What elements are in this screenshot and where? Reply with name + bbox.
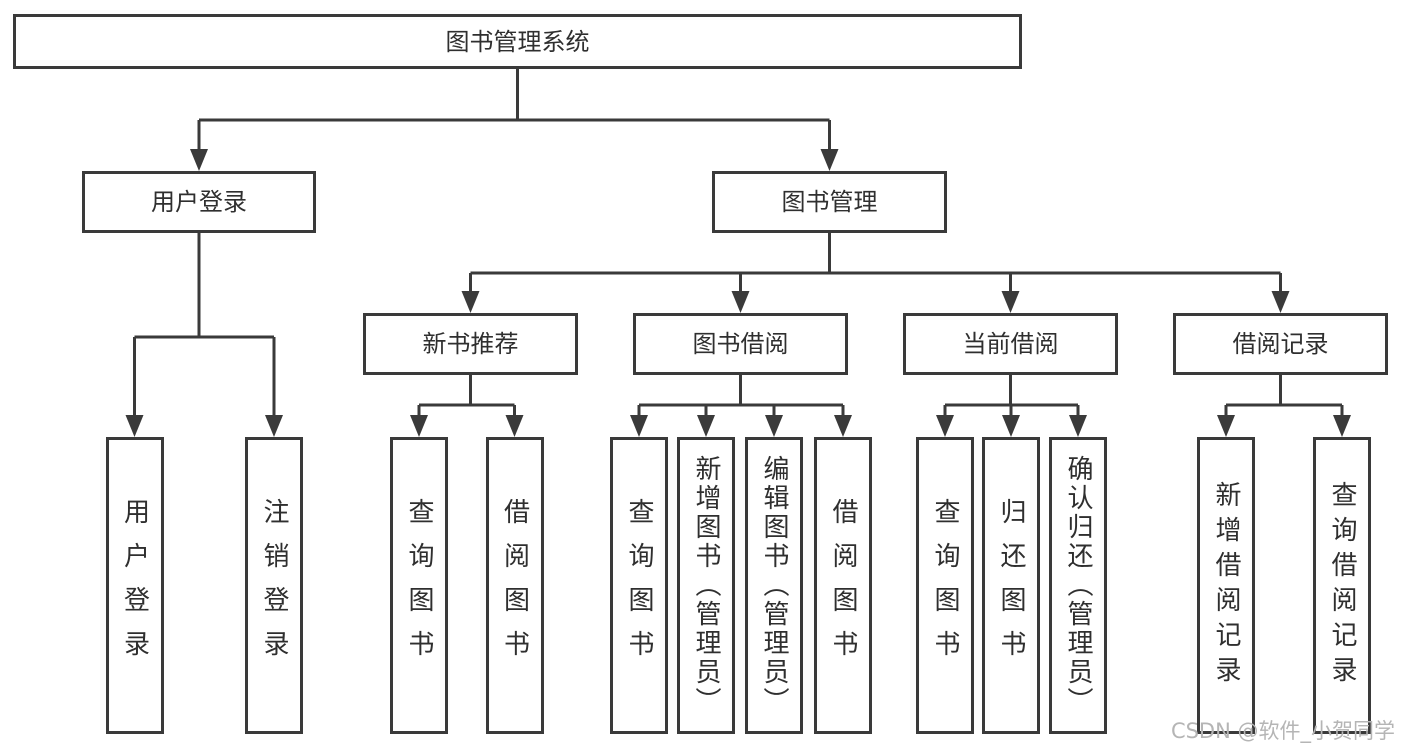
node-root: 图书管理系统: [13, 14, 1022, 69]
node-book-management: 图书管理: [712, 171, 947, 233]
arrowhead: [1002, 415, 1020, 437]
arrowheads-borrow-record: [1217, 415, 1351, 437]
arrowhead: [731, 291, 750, 313]
node-root-label: 图书管理系统: [445, 27, 590, 56]
leaf-edit-books-admin: 编辑图书（管理员）: [745, 437, 803, 734]
node-book-management-label: 图书管理: [781, 188, 878, 216]
node-borrow-record-label: 借阅记录: [1232, 330, 1329, 358]
leaf-user-login-label: 用户登录: [119, 497, 150, 674]
leaf-user-login: 用户登录: [105, 437, 164, 734]
leaf-new-books-borrow: 借阅图书: [485, 437, 544, 734]
connector-new-book-recommend-children: [417, 375, 516, 418]
leaf-add-borrow-record-label: 新增借阅记录: [1211, 480, 1241, 691]
leaf-return-books: 归还图书: [982, 437, 1040, 734]
node-user-login-label: 用户登录: [151, 188, 247, 216]
leaf-add-books-admin: 新增图书（管理员）: [677, 437, 735, 734]
arrowhead: [1271, 291, 1290, 313]
arrowhead: [630, 415, 648, 437]
connector-book-management-children: [469, 233, 1282, 294]
arrowheads-level2: [190, 149, 839, 171]
node-current-borrow: 当前借阅: [903, 313, 1118, 375]
node-user-login: 用户登录: [82, 171, 316, 233]
connector-root-to-level2: [197, 69, 831, 152]
node-current-borrow-label: 当前借阅: [962, 330, 1059, 358]
arrowhead: [1333, 415, 1351, 437]
arrowheads-book-borrow: [630, 415, 852, 437]
connector-user-login-children: [133, 233, 276, 418]
leaf-add-books-admin-label: 新增图书（管理员）: [691, 455, 721, 716]
connector-current-borrow-children: [943, 375, 1080, 418]
node-book-borrow: 图书借阅: [633, 313, 848, 375]
arrowhead: [265, 415, 283, 437]
leaf-new-books-query: 查询图书: [390, 437, 448, 734]
leaf-add-borrow-record: 新增借阅记录: [1197, 437, 1255, 734]
arrowhead: [1001, 291, 1020, 313]
arrowhead: [820, 149, 839, 171]
leaf-logout: 注销登录: [245, 437, 303, 734]
leaf-current-query-books-label: 查询图书: [930, 497, 960, 674]
leaf-edit-books-admin-label: 编辑图书（管理员）: [759, 455, 789, 716]
arrowhead: [936, 415, 954, 437]
arrowhead: [125, 415, 144, 437]
arrowhead: [461, 291, 480, 313]
arrowhead: [190, 149, 208, 171]
node-book-borrow-label: 图书借阅: [692, 330, 789, 358]
arrowhead: [505, 415, 524, 437]
leaf-query-borrow-record: 查询借阅记录: [1313, 437, 1371, 734]
arrowhead: [834, 415, 852, 437]
arrowhead: [1069, 415, 1087, 437]
arrowheads-level3: [461, 291, 1290, 313]
arrowheads-current-borrow: [936, 415, 1087, 437]
leaf-query-borrow-record-label: 查询借阅记录: [1327, 480, 1357, 691]
leaf-confirm-return-admin-label: 确认归还（管理员）: [1063, 455, 1093, 716]
leaf-borrow-books: 借阅图书: [814, 437, 872, 734]
leaf-borrow-query-books-label: 查询图书: [624, 497, 654, 674]
arrowhead: [1217, 415, 1235, 437]
node-new-book-recommend: 新书推荐: [363, 313, 578, 375]
leaf-current-query-books: 查询图书: [916, 437, 974, 734]
leaf-new-books-query-label: 查询图书: [404, 497, 434, 674]
arrowhead: [410, 415, 428, 437]
arrowhead: [765, 415, 783, 437]
watermark: CSDN @软件_小贺同学: [1170, 719, 1395, 743]
node-new-book-recommend-label: 新书推荐: [422, 330, 519, 358]
leaf-borrow-query-books: 查询图书: [610, 437, 668, 734]
leaf-logout-label: 注销登录: [259, 497, 289, 674]
leaf-new-books-borrow-label: 借阅图书: [499, 497, 530, 674]
leaf-return-books-label: 归还图书: [996, 497, 1026, 674]
leaf-confirm-return-admin: 确认归还（管理员）: [1049, 437, 1107, 734]
arrowheads-user-login: [125, 415, 283, 437]
connector-book-borrow-children: [637, 375, 845, 418]
node-borrow-record: 借阅记录: [1173, 313, 1388, 375]
connector-borrow-record-children: [1224, 375, 1344, 418]
arrowheads-new-book-recommend: [410, 415, 524, 437]
arrowhead: [697, 415, 715, 437]
leaf-borrow-books-label: 借阅图书: [828, 497, 858, 674]
